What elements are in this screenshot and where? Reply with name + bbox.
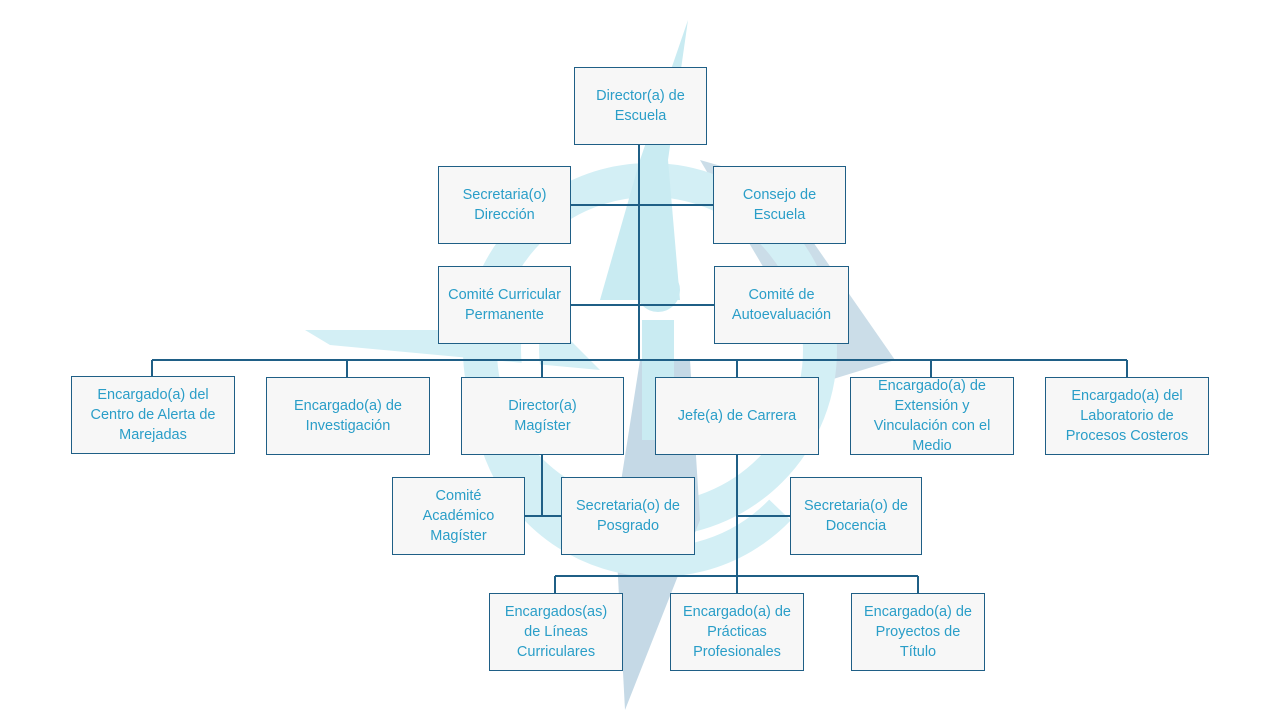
node-encargado-investigacion-label: Encargado(a) de Investigación [293,398,402,434]
node-comite-academico: Comité Académico Magíster [392,477,525,555]
node-director-escuela-label: Director(a) de Escuela [596,88,685,124]
node-encargado-extension-label: Encargado(a) de Extensión y Vinculación … [873,378,991,454]
node-encargados-lineas: Encargados(as) de Líneas Curriculares [489,593,623,671]
node-encargado-practicas: Encargado(a) de Prácticas Profesionales [670,593,804,671]
node-director-magister-label: Director(a) Magíster [508,398,577,434]
node-encargado-extension: Encargado(a) de Extensión y Vinculación … [850,377,1014,455]
node-secretaria-posgrado: Secretaria(o) de Posgrado [561,477,695,555]
node-encargado-alerta: Encargado(a) del Centro de Alerta de Mar… [71,376,235,454]
node-encargados-lineas-label: Encargados(as) de Líneas Curriculares [504,604,608,660]
node-comite-autoevaluacion-label: Comité de Autoevaluación [731,287,832,323]
node-secretaria-direccion-label: Secretaria(o) Dirección [462,187,547,223]
node-encargado-practicas-label: Encargado(a) de Prácticas Profesionales [682,604,791,660]
node-director-magister: Director(a) Magíster [461,377,624,455]
node-comite-curricular: Comité Curricular Permanente [438,266,571,344]
node-comite-autoevaluacion: Comité de Autoevaluación [714,266,849,344]
node-comite-academico-label: Comité Académico Magíster [422,488,495,544]
node-encargado-proyectos-label: Encargado(a) de Proyectos de Título [863,604,972,660]
node-comite-curricular-label: Comité Curricular Permanente [448,287,561,323]
node-encargado-laboratorio-label: Encargado(a) del Laboratorio de Procesos… [1065,388,1189,444]
node-encargado-proyectos: Encargado(a) de Proyectos de Título [851,593,985,671]
node-encargado-alerta-label: Encargado(a) del Centro de Alerta de Mar… [90,387,216,443]
node-secretaria-docencia-label: Secretaria(o) de Docencia [804,498,908,534]
node-director-escuela: Director(a) de Escuela [574,67,707,145]
node-secretaria-direccion: Secretaria(o) Dirección [438,166,571,244]
node-jefe-carrera-label: Jefe(a) de Carrera [677,408,797,424]
node-consejo-escuela-label: Consejo de Escuela [742,187,817,223]
node-encargado-laboratorio: Encargado(a) del Laboratorio de Procesos… [1045,377,1209,455]
node-secretaria-docencia: Secretaria(o) de Docencia [790,477,922,555]
node-consejo-escuela: Consejo de Escuela [713,166,846,244]
node-encargado-investigacion: Encargado(a) de Investigación [266,377,430,455]
node-secretaria-posgrado-label: Secretaria(o) de Posgrado [576,498,680,534]
node-jefe-carrera: Jefe(a) de Carrera [655,377,819,455]
